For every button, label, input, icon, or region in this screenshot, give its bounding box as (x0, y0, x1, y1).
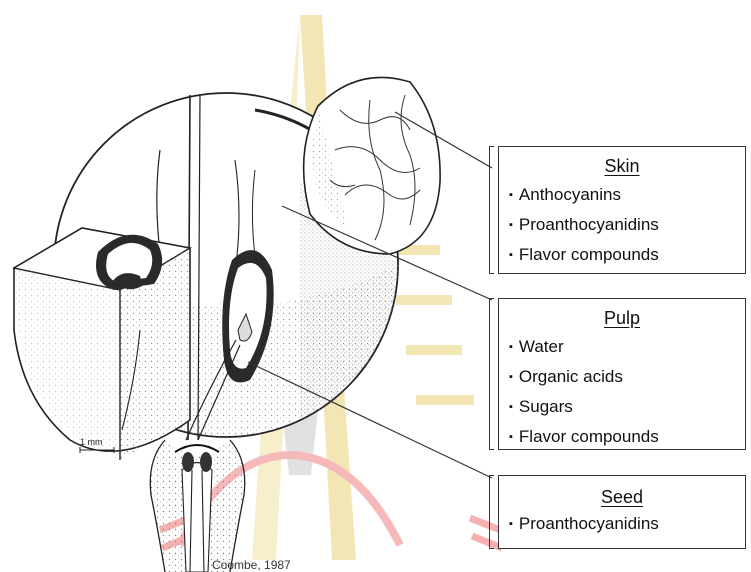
list-item: Flavor compounds (509, 241, 745, 271)
list-item: Anthocyanins (509, 181, 745, 211)
pedicel (150, 440, 244, 572)
pulp-title: Pulp (499, 307, 745, 329)
seed-title: Seed (499, 486, 745, 508)
list-item: Water (509, 333, 745, 363)
skin-bracket (489, 146, 494, 274)
skin-compound-list: Anthocyanins Proanthocyanidins Flavor co… (499, 181, 745, 271)
skin-piece (304, 77, 441, 254)
skin-title: Skin (499, 155, 745, 177)
list-item: Organic acids (509, 363, 745, 393)
list-item: Proanthocyanidins (509, 510, 745, 540)
skin-label-box: Skin Anthocyanins Proanthocyanidins Flav… (498, 146, 746, 274)
seed-bracket (489, 475, 494, 549)
pulp-bracket (489, 298, 494, 450)
scale-bar-label: 1 mm (80, 437, 103, 447)
seed-label-box: Seed Proanthocyanidins (498, 475, 746, 549)
pulp-compound-list: Water Organic acids Sugars Flavor compou… (499, 333, 745, 453)
pulp-label-box: Pulp Water Organic acids Sugars Flavor c… (498, 298, 746, 450)
figure-credit: Coombe, 1987 (212, 558, 291, 572)
list-item: Flavor compounds (509, 423, 745, 453)
list-item: Sugars (509, 393, 745, 423)
seed-compound-list: Proanthocyanidins (499, 510, 745, 540)
list-item: Proanthocyanidins (509, 211, 745, 241)
